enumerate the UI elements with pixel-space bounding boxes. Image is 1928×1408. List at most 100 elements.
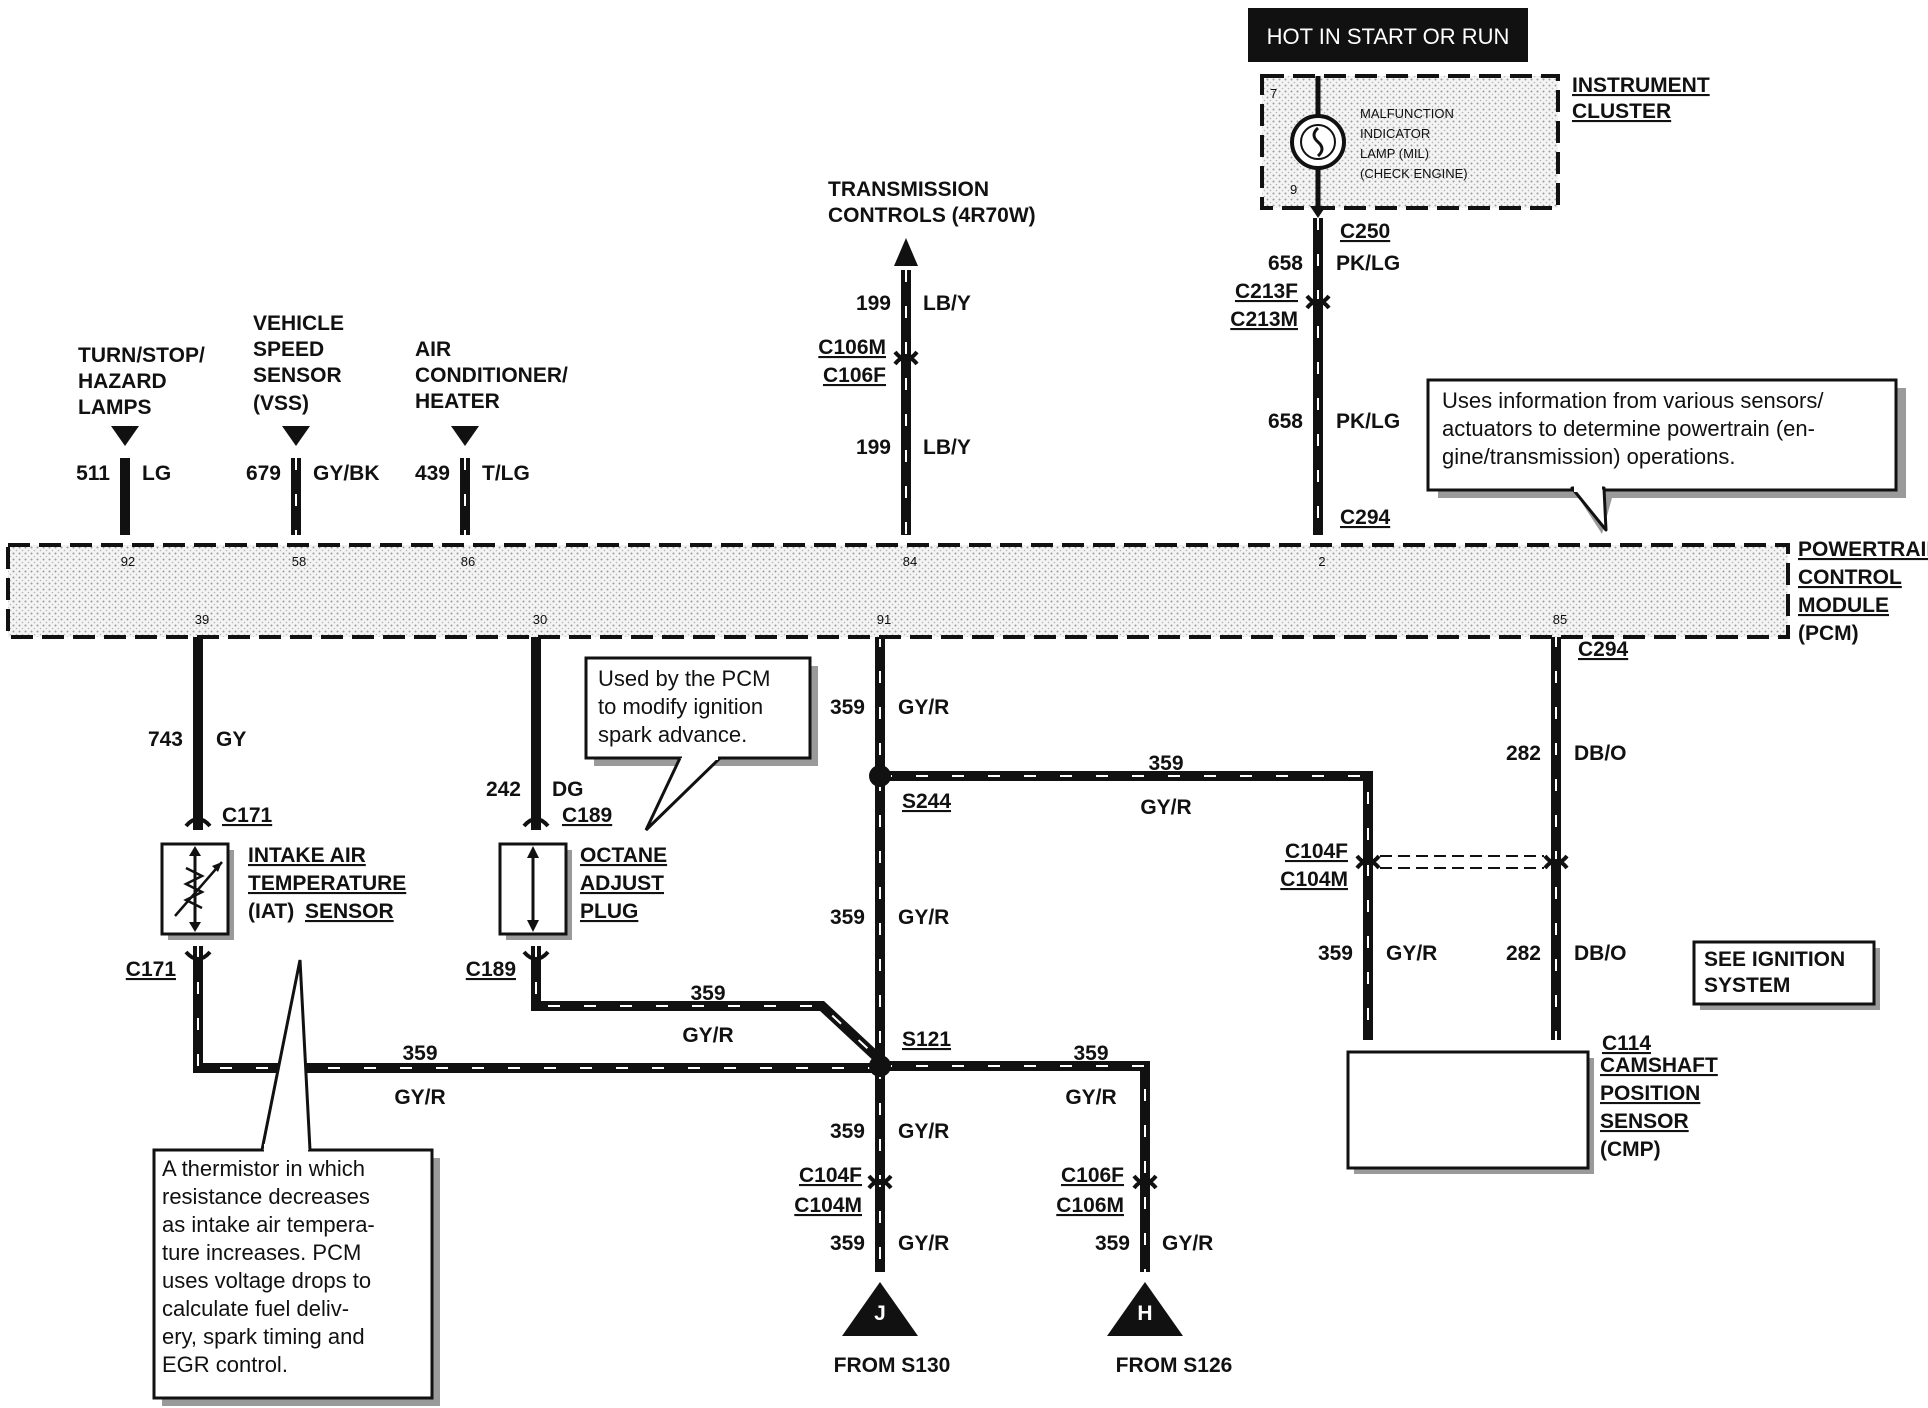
c189-top: C189: [562, 804, 612, 827]
pcm-note-box: [1426, 378, 1898, 492]
iat-note-line-5: uses voltage drops to: [162, 1268, 371, 1293]
camshaft-position-sensor: CAMSHAFT POSITION SENSOR (CMP): [1346, 1050, 1718, 1174]
w439-color: T/LG: [482, 462, 530, 485]
wires: [120, 218, 1561, 1272]
c106m-bottom: C106M: [1056, 1194, 1124, 1217]
w359c-color: GY/R: [898, 906, 949, 929]
octane-note-line-1: Used by the PCM: [598, 666, 770, 691]
mil-label-2: INDICATOR: [1360, 126, 1430, 141]
w359b-circuit: 359: [1148, 752, 1183, 775]
pcm-note: Uses information from various sensors/ a…: [1426, 378, 1906, 534]
source-h-letter: H: [1137, 1302, 1152, 1325]
w359d-circuit: 359: [1318, 942, 1353, 965]
octane-note-box: [584, 656, 812, 760]
iat-note: A thermistor in which resistance decreas…: [152, 959, 440, 1406]
w359b-color: GY/R: [1140, 796, 1191, 819]
w658b-circuit: 658: [1268, 410, 1303, 433]
w743-circuit: 743: [148, 728, 183, 751]
w199a-circuit: 199: [856, 292, 891, 315]
vss-arrow-icon: [282, 426, 310, 446]
c104m-bottom: C104M: [794, 1194, 862, 1217]
w359c-circuit: 359: [830, 906, 865, 929]
vss-label-1: VEHICLE: [253, 312, 344, 335]
c171-bottom: C171: [126, 958, 177, 981]
w359f-circuit: 359: [402, 1042, 437, 1065]
octane-note-line-2: to modify ignition: [598, 694, 763, 719]
source-h: H FROM S126: [1107, 1282, 1232, 1377]
octane-adjust-plug: OCTANE ADJUST PLUG: [498, 842, 667, 940]
pcm-module: 92 58 86 84 2 39 30 91 85 POWERTRAIN CON…: [6, 538, 1928, 645]
pcm-pin-91: 91: [877, 612, 891, 627]
iat-note-line-2: resistance decreases: [162, 1184, 370, 1209]
w359i-color: GY/R: [898, 1232, 949, 1255]
trans-label-1: TRANSMISSION: [828, 178, 989, 201]
pcm-note-line-1: Uses information from various sensors/: [1442, 388, 1824, 413]
pcm-pin-84: 84: [903, 554, 917, 569]
w359d-color: GY/R: [1386, 942, 1437, 965]
w359i-circuit: 359: [830, 1232, 865, 1255]
source-j-label: FROM S130: [834, 1354, 951, 1377]
pcm-pin-85: 85: [1553, 612, 1567, 627]
w359g-circuit: 359: [1073, 1042, 1108, 1065]
c189-bottom: C189: [466, 958, 516, 981]
iat-note-box: [152, 1148, 434, 1400]
pcm-pin-2: 2: [1318, 554, 1325, 569]
cmp-label-3: SENSOR: [1600, 1110, 1689, 1133]
turn-label-1: TURN/STOP/: [78, 344, 205, 367]
w282b-color: DB/O: [1574, 942, 1627, 965]
c104m-right: C104M: [1280, 868, 1348, 891]
w199a-color: LB/Y: [923, 292, 971, 315]
w199b-color: LB/Y: [923, 436, 971, 459]
iat-label-2: TEMPERATURE: [248, 872, 406, 895]
pcm-pin-58: 58: [292, 554, 306, 569]
ac-label-3: HEATER: [415, 390, 500, 413]
pcm-pin-86: 86: [461, 554, 475, 569]
w359h-circuit: 359: [830, 1120, 865, 1143]
pcm-box: [6, 543, 1790, 639]
pcm-note-line-3: gine/transmission) operations.: [1442, 444, 1735, 469]
w242-circuit: 242: [486, 778, 521, 801]
iat-label-1: INTAKE AIR: [248, 844, 366, 867]
w359f-color: GY/R: [394, 1086, 445, 1109]
iat-note-line-7: ery, spark timing and: [162, 1324, 365, 1349]
w658a-circuit: 658: [1268, 252, 1303, 275]
w359e-circuit: 359: [690, 982, 725, 1005]
c106m-top: C106M: [818, 336, 886, 359]
ac-arrow-icon: [451, 426, 479, 446]
cmp-box: [1346, 1050, 1590, 1170]
pcm-pin-92: 92: [121, 554, 135, 569]
trans-label-2: CONTROLS (4R70W): [828, 204, 1036, 227]
octane-note-line-3: spark advance.: [598, 722, 747, 747]
instrument-cluster: 7 9 MALFUNCTION INDICATOR LAMP (MIL) (CH…: [1260, 74, 1710, 218]
splice-s244-dot: [869, 765, 891, 787]
w511-color: LG: [142, 462, 171, 485]
splice-s244-label: S244: [902, 790, 951, 813]
c171-top: C171: [222, 804, 273, 827]
cluster-pin-top: 7: [1270, 86, 1277, 101]
source-h-triangle-icon: [1107, 1282, 1183, 1336]
cluster-label-2: CLUSTER: [1572, 100, 1671, 123]
w359g-color: GY/R: [1065, 1086, 1116, 1109]
c213m: C213M: [1230, 308, 1298, 331]
trans-arrow-icon: [894, 238, 918, 266]
source-j-letter: J: [874, 1302, 886, 1325]
turn-label-2: HAZARD: [78, 370, 167, 393]
w743-color: GY: [216, 728, 246, 751]
destination-turn-stop-hazard: TURN/STOP/ HAZARD LAMPS: [78, 344, 205, 446]
source-h-label: FROM S126: [1116, 1354, 1233, 1377]
c250: C250: [1340, 220, 1390, 243]
w242-color: DG: [552, 778, 584, 801]
pcm-pin-39: 39: [195, 612, 209, 627]
w282b-circuit: 282: [1506, 942, 1541, 965]
hot-in-start-or-run-box: [1248, 8, 1528, 62]
w658b-color: PK/LG: [1336, 410, 1400, 433]
c294-top: C294: [1340, 506, 1391, 529]
destination-vss: VEHICLE SPEED SENSOR (VSS): [253, 312, 344, 446]
destination-transmission: TRANSMISSION CONTROLS (4R70W): [828, 178, 1036, 266]
turn-label-3: LAMPS: [78, 396, 152, 419]
iat-label-4: SENSOR: [305, 900, 394, 923]
w511-circuit: 511: [76, 462, 110, 485]
iat-note-line-4: ture increases. PCM: [162, 1240, 361, 1265]
w439-circuit: 439: [415, 462, 450, 485]
